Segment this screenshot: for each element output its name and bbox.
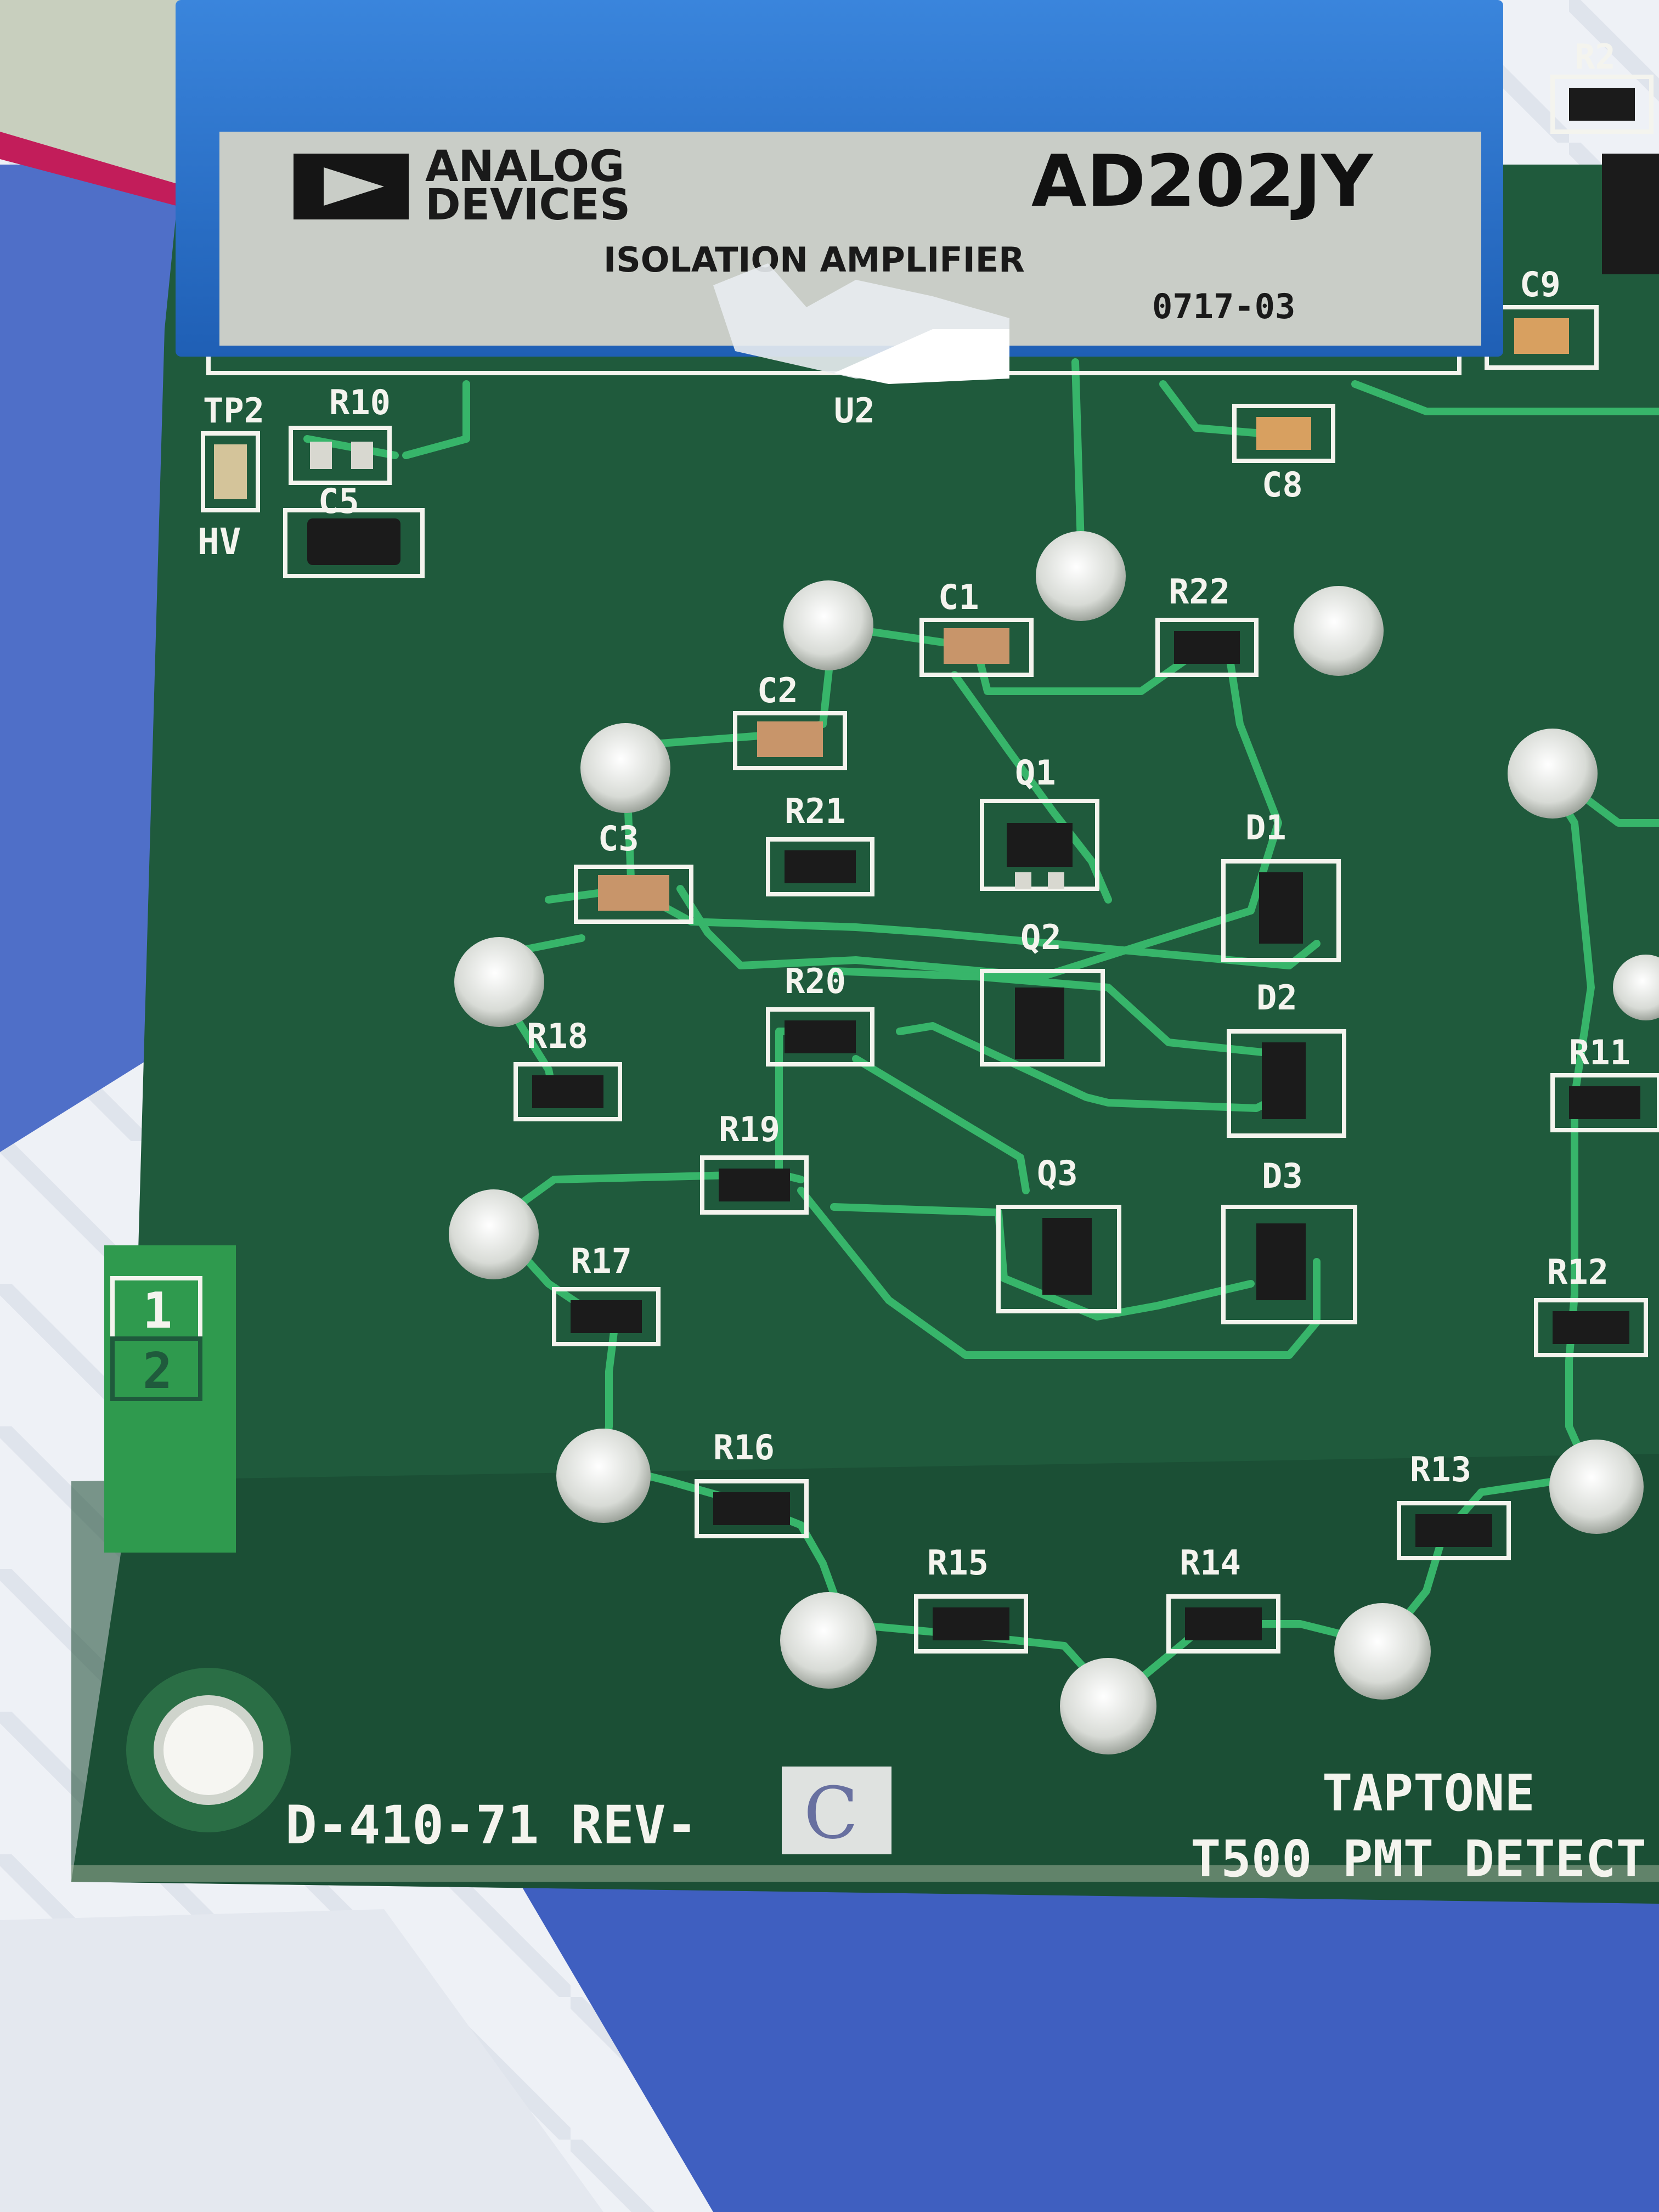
solder-pad: [783, 580, 873, 670]
solder-pad: [1036, 531, 1126, 621]
solder-pad: [1060, 1658, 1156, 1754]
solder-pads: [449, 531, 1659, 1754]
solder-pad: [454, 937, 544, 1027]
ref-R11: R11: [1569, 1032, 1630, 1073]
ref-Q1: Q1: [1015, 753, 1056, 793]
background-blue-stripe-bottom-left: [0, 1909, 603, 2212]
ref-R12: R12: [1547, 1252, 1609, 1292]
ref-TP2: TP2: [203, 391, 264, 431]
mounting-hole: [163, 1705, 253, 1795]
ref-R14: R14: [1180, 1543, 1241, 1583]
ref-R2: R2: [1575, 37, 1616, 77]
rev-sticker: [782, 1767, 891, 1854]
ref-R21: R21: [785, 791, 846, 831]
component-C3: [574, 865, 693, 924]
pcb-edge-highlight: [71, 1865, 1659, 1882]
solder-pad: [1294, 586, 1384, 676]
component-D1: [1221, 859, 1341, 962]
component-R11: [1550, 1073, 1659, 1132]
component-R22: [1155, 618, 1259, 677]
component-Q3: [996, 1205, 1121, 1313]
ref-C9: C9: [1520, 264, 1561, 304]
background-blue-stripe-bottom: [516, 1876, 1659, 2212]
ref-D3: D3: [1262, 1156, 1303, 1196]
pcb-board-shade: [71, 1454, 1659, 1904]
solder-pad: [556, 1429, 651, 1523]
ribbon-cable-red-edge: [0, 132, 187, 208]
component-TP2: [201, 431, 260, 512]
rev-handwritten: C: [804, 1771, 858, 1855]
component-R2: [1550, 75, 1654, 134]
ref-C8: C8: [1262, 465, 1303, 505]
label-tear: [834, 329, 1009, 384]
background-blue-stripe: [0, 165, 176, 1152]
ref-R18: R18: [527, 1016, 588, 1056]
brand-line1: ANALOG: [425, 142, 624, 191]
component-R10: [289, 426, 392, 485]
ref-C1: C1: [938, 577, 979, 617]
ref-Q3: Q3: [1037, 1153, 1078, 1193]
ref-C5: C5: [318, 481, 359, 521]
connector-pin2: 2: [143, 1342, 172, 1400]
solder-pad: [780, 1592, 877, 1689]
ref-R19: R19: [719, 1109, 780, 1149]
board-brand: TAPTONE: [1322, 1764, 1535, 1822]
connector-pin1: 1: [143, 1282, 172, 1340]
component-R19: [700, 1155, 809, 1215]
chip-part-number: AD202JY: [1031, 139, 1374, 223]
solder-pad: [1508, 729, 1598, 819]
component-R21: [766, 837, 874, 896]
connector-pin2-box: [110, 1336, 202, 1401]
chip-date-code: 0717-03: [1152, 286, 1295, 326]
ref-R22: R22: [1169, 572, 1230, 612]
isolation-amplifier-chip: [176, 0, 1503, 357]
solder-pad: [1613, 955, 1659, 1020]
component-R17: [552, 1287, 661, 1346]
solder-pad: [580, 723, 670, 813]
component-C1: [919, 618, 1034, 677]
analog-devices-logo-triangle: [324, 167, 384, 206]
component-R13: [1397, 1501, 1511, 1560]
component-Q2: [980, 969, 1105, 1066]
component-ic-top-right: [1602, 154, 1659, 274]
board-product: T500 PMT DETECT: [1190, 1830, 1646, 1888]
component-R18: [514, 1062, 622, 1121]
ref-R15: R15: [927, 1543, 989, 1583]
chip-description: ISOLATION AMPLIFIER: [603, 240, 1025, 280]
solder-pad: [449, 1189, 539, 1279]
ref-C3: C3: [598, 819, 639, 859]
component-C5: [283, 508, 425, 578]
component-C9: [1485, 305, 1599, 370]
ref-D2: D2: [1256, 978, 1297, 1018]
ref-Q2: Q2: [1020, 917, 1062, 957]
ref-R17: R17: [571, 1241, 632, 1281]
ref-R20: R20: [785, 961, 846, 1001]
component-R20: [766, 1007, 874, 1066]
solder-pad: [1334, 1603, 1431, 1700]
silkscreen-labels: U2 R2 C9 TP2 R10 C5 HV C8 C1 R22 C2 Q1 R…: [198, 37, 1630, 1583]
ref-C2: C2: [757, 670, 798, 710]
board-part-number: D-410-71 REV-: [285, 1795, 697, 1856]
component-R16: [695, 1479, 809, 1538]
label-HV: HV: [198, 521, 241, 563]
component-R12: [1534, 1298, 1648, 1357]
component-D2: [1227, 1029, 1346, 1138]
ref-R10: R10: [329, 382, 391, 422]
ref-R16: R16: [713, 1427, 775, 1468]
ref-U2: U2: [834, 391, 875, 431]
component-C2: [733, 711, 847, 770]
solder-pad: [1549, 1440, 1644, 1534]
brand-line2: DEVICES: [425, 180, 630, 230]
ref-D1: D1: [1245, 808, 1286, 848]
component-R15: [914, 1594, 1028, 1654]
component-D3: [1221, 1205, 1357, 1324]
ref-R13: R13: [1410, 1449, 1471, 1489]
component-R14: [1166, 1594, 1280, 1654]
component-C8: [1232, 404, 1335, 463]
smd-components: [201, 75, 1659, 1654]
component-Q1: [980, 799, 1099, 891]
